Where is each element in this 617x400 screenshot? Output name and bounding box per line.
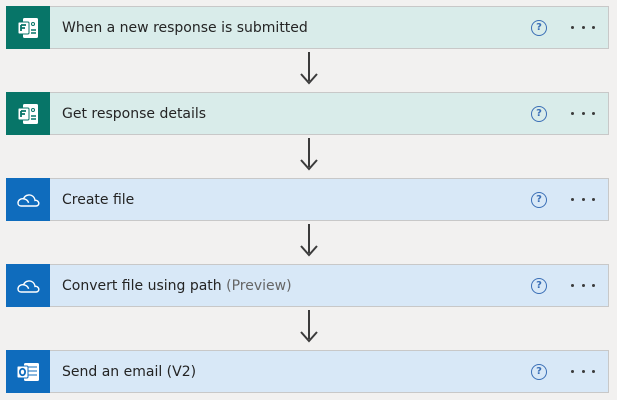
flow-step-label: Convert file using path (Preview) — [62, 277, 292, 294]
flow-step-label: Create file — [62, 191, 135, 208]
help-icon[interactable]: ? — [531, 105, 547, 122]
more-options-icon[interactable] — [571, 22, 595, 34]
forms-icon — [6, 6, 50, 49]
arrow-down-icon — [300, 224, 318, 257]
preview-tag: (Preview) — [226, 277, 292, 294]
more-options-icon[interactable] — [571, 280, 595, 292]
flow-step-get-response-details[interactable]: Get response details ? — [6, 92, 609, 135]
help-icon[interactable]: ? — [531, 19, 547, 36]
flow-step-when-new-response-submitted[interactable]: When a new response is submitted ? — [6, 6, 609, 49]
arrow-down-icon — [300, 138, 318, 171]
help-icon[interactable]: ? — [531, 277, 547, 294]
flow-step-send-an-email-v2[interactable]: Send an email (V2) ? — [6, 350, 609, 393]
arrow-down-icon — [300, 310, 318, 343]
flow-step-create-file[interactable]: Create file ? — [6, 178, 609, 221]
more-options-icon[interactable] — [571, 366, 595, 378]
onedrive-icon — [6, 178, 50, 221]
flow-step-label: When a new response is submitted — [62, 19, 308, 36]
help-icon[interactable]: ? — [531, 191, 547, 208]
more-options-icon[interactable] — [571, 108, 595, 120]
onedrive-icon — [6, 264, 50, 307]
forms-icon — [6, 92, 50, 135]
flow-step-label: Send an email (V2) — [62, 363, 197, 380]
help-icon[interactable]: ? — [531, 363, 547, 380]
more-options-icon[interactable] — [571, 194, 595, 206]
flow-step-convert-file-using-path[interactable]: Convert file using path (Preview) ? — [6, 264, 609, 307]
flow-step-label: Get response details — [62, 105, 207, 122]
arrow-down-icon — [300, 52, 318, 85]
outlook-icon — [6, 350, 50, 393]
